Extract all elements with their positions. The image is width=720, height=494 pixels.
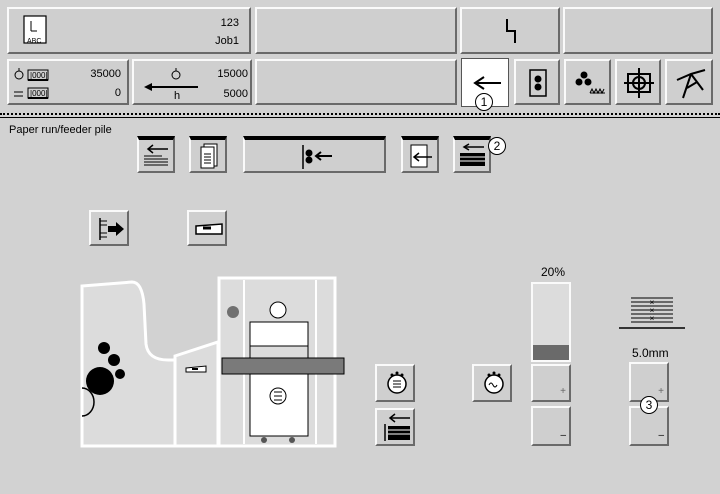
pile-push-arrow-icon <box>99 218 124 240</box>
pile-minus-button[interactable]: – <box>531 406 571 446</box>
separator-dashed <box>0 113 720 115</box>
counter-top-value: 35000 <box>90 68 121 80</box>
separator-air-button[interactable] <box>472 364 512 402</box>
suction-head-button[interactable] <box>375 364 415 402</box>
sheet-thickness-icon: × × × <box>619 297 685 329</box>
pile-feed-icon <box>384 413 410 441</box>
pile-push-button[interactable] <box>89 210 129 246</box>
callout-badge-3: 3 <box>640 396 658 414</box>
paper-run-arrow-icon <box>473 76 501 90</box>
speed-icon <box>144 68 198 91</box>
header-blank-button-2[interactable] <box>563 7 713 54</box>
pile-left-arrow-icon <box>144 144 168 166</box>
pile-level-fill <box>533 344 569 360</box>
speed-bottom-value: 5000 <box>223 88 248 100</box>
delivery-icon <box>676 69 706 99</box>
sheet-stack-icon <box>200 143 218 169</box>
sheet-arrow-icon <box>410 144 432 168</box>
roller-group <box>86 342 125 395</box>
sheet-guide-button[interactable] <box>187 210 227 246</box>
inking-icon <box>575 71 605 95</box>
speed-unit: h <box>174 90 181 102</box>
thickness-plus-button[interactable]: + <box>629 362 669 402</box>
fault-lightning-icon <box>506 19 516 43</box>
separator-air-icon <box>484 371 504 394</box>
feeder-tab[interactable] <box>514 59 560 105</box>
pile-level-bar <box>531 282 571 362</box>
svg-text:×: × <box>650 306 655 315</box>
feeder-unit-icon <box>529 69 547 97</box>
callout-badge-1: 1 <box>475 93 493 111</box>
counter-icon <box>14 68 49 99</box>
thickness-plus-sign: + <box>658 386 664 397</box>
svg-text:×: × <box>650 298 655 307</box>
svg-text:×: × <box>650 314 655 323</box>
sheet-thickness-value: 5.0mm <box>632 346 669 360</box>
sheet-stack-button[interactable] <box>189 136 227 173</box>
counter-bottom-value: 0 <box>114 87 121 99</box>
pile-minus-sign: – <box>560 430 566 441</box>
pile-percent-label: 20% <box>541 265 566 279</box>
register-crosshair-icon <box>624 68 654 98</box>
job-ticket-icon <box>23 15 47 44</box>
thickness-minus-button[interactable]: – <box>629 406 669 446</box>
pile-plus-sign: + <box>560 386 566 397</box>
pile-raise-button[interactable] <box>453 136 491 173</box>
speed-top-value: 15000 <box>217 68 248 80</box>
speed-button[interactable]: h 15000 5000 <box>132 59 252 105</box>
inking-tab[interactable] <box>564 59 611 105</box>
delivery-tab[interactable] <box>665 59 713 105</box>
header-blank-button-3[interactable] <box>255 59 457 105</box>
separator-line <box>0 117 720 118</box>
thickness-minus-sign: – <box>658 430 664 441</box>
job-icon-label: ABC <box>27 38 42 45</box>
pile-lower-button[interactable] <box>137 136 175 173</box>
section-title: Paper run/feeder pile <box>9 124 112 136</box>
pile-left-arrow-icon-2 <box>460 143 485 166</box>
suction-head-icon <box>387 371 407 394</box>
register-tab[interactable] <box>615 59 661 105</box>
counter-button[interactable]: |000| |000| 35000 0 <box>7 59 129 105</box>
job-name: Job1 <box>215 35 239 47</box>
sheet-guide-icon <box>195 223 223 235</box>
callout-badge-2: 2 <box>488 137 506 155</box>
machine-illustration <box>80 276 345 448</box>
feeder-feed-arrow-icon <box>302 145 332 169</box>
fault-button[interactable] <box>460 7 560 54</box>
pile-plus-button[interactable]: + <box>531 364 571 402</box>
sheet-arrow-button[interactable] <box>401 136 439 173</box>
header-blank-button-1[interactable] <box>255 7 457 54</box>
job-button[interactable]: ABC 123 Job1 <box>7 7 251 54</box>
feeder-feed-button[interactable] <box>243 136 386 173</box>
pile-feed-button[interactable] <box>375 408 415 446</box>
job-number: 123 <box>220 17 239 29</box>
